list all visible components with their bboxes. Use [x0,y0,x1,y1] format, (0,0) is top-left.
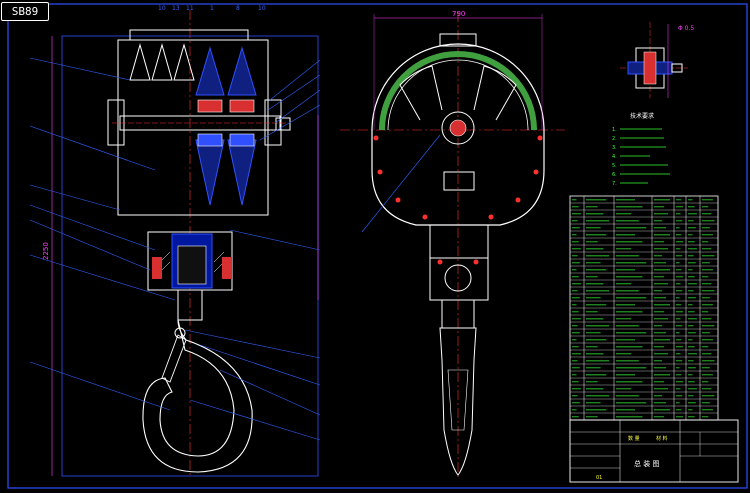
drawing-title: 总 装 图 [634,459,659,468]
drawing-frame [7,3,748,489]
note-line: 7. [612,181,617,187]
svg-text:11: 11 [186,5,194,12]
note-line: 3. [612,145,617,151]
notes-lines: 1. 2. 3. 4. 5. 6. 7. [612,127,617,187]
drawing-sheet: 01 [596,475,602,481]
note-line: 1. [612,127,617,133]
title-block-parts-label: 数 量 [628,435,640,442]
left-total-dimension: 2250 [42,242,50,260]
left-view-hook-assembly: 10 13 11 1 8 10 [29,5,321,477]
right-width-dimension: 790 [452,10,465,18]
svg-text:10: 10 [258,5,266,12]
title-block-material-label: 材 料 [656,435,668,442]
side-view-hook-assembly [340,12,565,478]
title-block [569,419,739,483]
notes-scribbles [620,128,670,184]
detail-view [620,22,688,98]
note-line: 6. [612,172,617,178]
svg-text:1: 1 [210,5,214,12]
note-line: 5. [612,163,617,169]
svg-text:10: 10 [158,5,166,12]
note-line: 2. [612,136,617,142]
detail-dimension: Φ 0.5 [678,25,694,32]
notes-heading: 技术要求 [630,112,654,120]
svg-text:8: 8 [236,5,240,12]
layout-tab[interactable]: SB89 [1,2,49,21]
note-line: 4. [612,154,617,160]
svg-text:13: 13 [172,5,180,12]
parts-list-table [569,195,719,421]
